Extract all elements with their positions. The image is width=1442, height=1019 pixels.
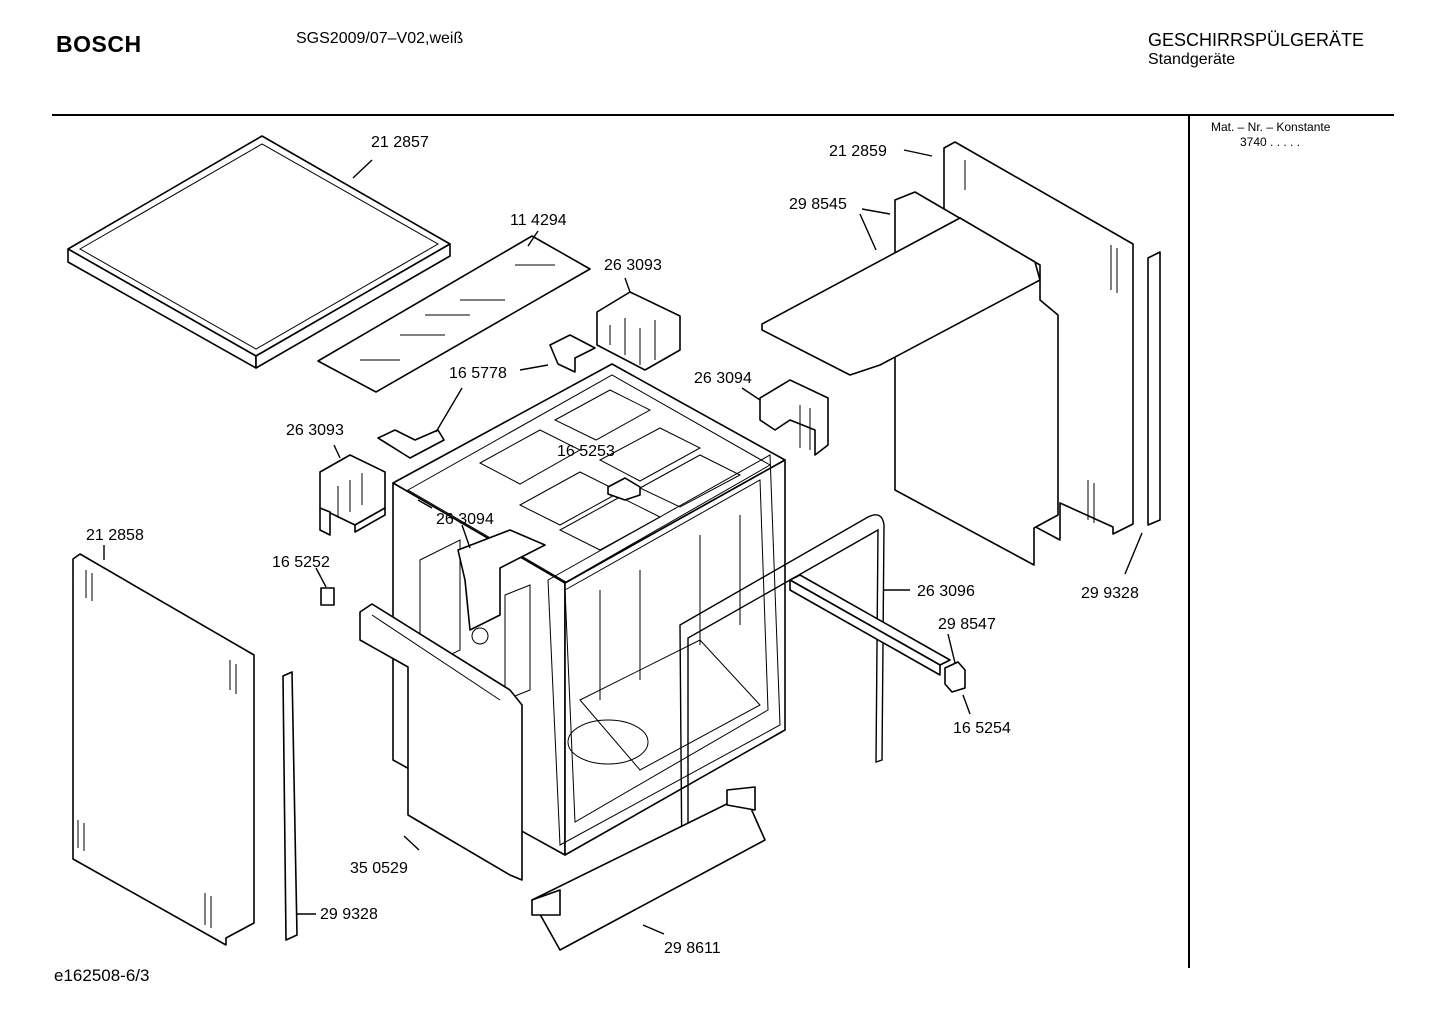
sidebar-divider <box>1188 116 1190 968</box>
part-label: 21 2857 <box>371 134 429 151</box>
header-divider <box>52 114 1394 116</box>
part-label: 21 2858 <box>86 527 144 544</box>
part-label: 26 3093 <box>604 257 662 274</box>
insulation-mat[interactable] <box>317 235 591 393</box>
drawing-id: e162508-6/3 <box>54 966 150 985</box>
model-number: SGS2009/07–V02,weiß <box>296 30 464 47</box>
worktop-panel[interactable] <box>67 135 451 369</box>
part-label: 35 0529 <box>350 860 408 877</box>
bracket-left[interactable] <box>319 454 386 536</box>
part-label: 29 8547 <box>938 616 996 633</box>
part-label: 26 3094 <box>436 511 494 528</box>
part-label: 16 5253 <box>557 443 615 460</box>
mounting-bracket-lower[interactable] <box>377 429 445 459</box>
mounting-bracket-upper[interactable] <box>549 334 596 373</box>
door-seal[interactable] <box>679 514 885 877</box>
part-label: 26 3096 <box>917 583 975 600</box>
category-subtitle: Standgeräte <box>1148 51 1236 68</box>
end-cap[interactable] <box>944 661 966 693</box>
toe-kick[interactable] <box>531 786 766 951</box>
part-label: 29 9328 <box>1081 585 1139 602</box>
part-label: 29 9328 <box>320 906 378 923</box>
part-label: 11 4294 <box>510 212 567 229</box>
mat-number-label: Mat. – Nr. – Konstante <box>1211 120 1331 134</box>
clip[interactable] <box>607 477 641 501</box>
part-labels: 21 2857 11 4294 26 3093 16 5778 26 3094 … <box>86 134 1139 957</box>
side-panel-left[interactable] <box>72 553 255 946</box>
leader-lines <box>103 149 1143 935</box>
bracket-right[interactable] <box>596 291 681 371</box>
part-label: 16 5252 <box>272 554 330 571</box>
part-label: 29 8545 <box>789 196 847 213</box>
part-label: 16 5778 <box>449 365 507 382</box>
cover-center[interactable] <box>457 529 546 645</box>
part-label: 26 3094 <box>694 370 752 387</box>
base-plate[interactable] <box>359 603 523 881</box>
part-label: 21 2859 <box>829 143 887 160</box>
trim-strip-left[interactable] <box>282 671 298 941</box>
trim-strip-right[interactable] <box>1147 251 1161 526</box>
kick-bar[interactable] <box>789 574 951 676</box>
small-clip[interactable] <box>320 587 335 606</box>
category-title: GESCHIRRSPÜLGERÄTE <box>1148 30 1365 50</box>
part-label: 29 8611 <box>664 940 721 957</box>
cover-right[interactable] <box>759 379 829 456</box>
insulation-block[interactable] <box>761 191 1059 566</box>
mat-number-value: 3740 . . . . . <box>1240 135 1301 149</box>
part-label: 16 5254 <box>953 720 1011 737</box>
part-label: 26 3093 <box>286 422 344 439</box>
brand-logo: BOSCH <box>56 31 142 57</box>
